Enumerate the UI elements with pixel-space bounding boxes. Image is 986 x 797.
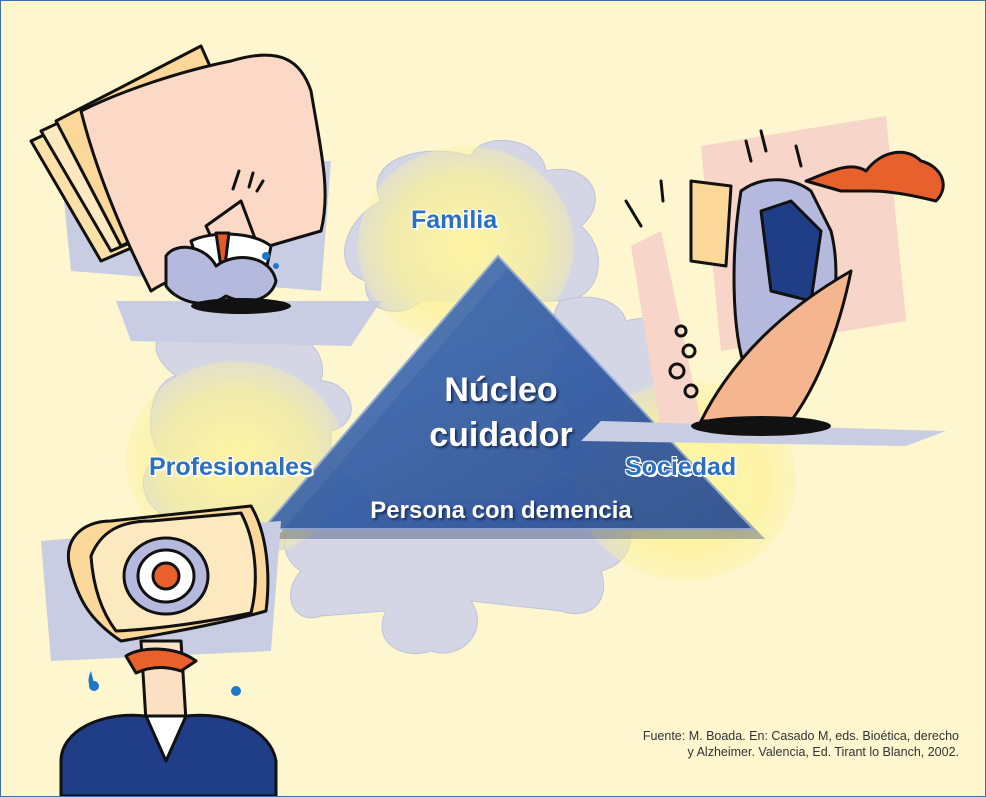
node-label-sociedad: Sociedad bbox=[625, 453, 737, 481]
cartoon-man-sinking-boat bbox=[581, 116, 946, 446]
center-title-line1: Núcleo bbox=[444, 371, 558, 409]
center-subtitle: Persona con demencia bbox=[370, 497, 632, 524]
central-triangle bbox=[260, 254, 765, 539]
center-title-line2: cuidador bbox=[429, 416, 573, 454]
node-label-profesionales: Profesionales bbox=[149, 453, 313, 481]
source-line-2: y Alzheimer. Valencia, Ed. Tirant lo Bla… bbox=[687, 745, 959, 759]
cartoon-man-with-target bbox=[41, 504, 281, 796]
source-citation: Fuente: M. Boada. En: Casado M, eds. Bio… bbox=[643, 728, 959, 760]
node-label-familia: Familia bbox=[411, 206, 498, 234]
source-line-1: Fuente: M. Boada. En: Casado M, eds. Bio… bbox=[642, 729, 959, 743]
cartoon-man-under-folder bbox=[29, 44, 381, 346]
